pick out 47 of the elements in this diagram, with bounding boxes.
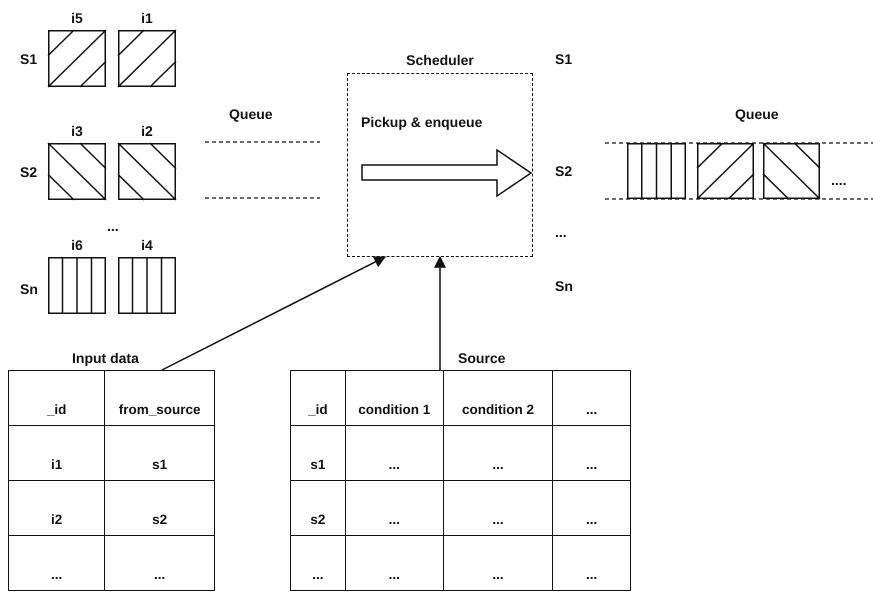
item-label: i3 xyxy=(70,122,84,141)
table-cell: ... xyxy=(443,536,553,590)
text-label: Sn xyxy=(20,281,38,297)
text-label: S2 xyxy=(20,164,38,180)
text-label: Queue xyxy=(229,106,273,122)
column-header: ... xyxy=(552,370,630,426)
table-cell: s1 xyxy=(290,426,346,480)
item-label: i1 xyxy=(140,9,154,28)
text-label: Sn xyxy=(555,278,573,294)
table-cell: ... xyxy=(443,426,553,480)
column-header: _id xyxy=(290,370,346,426)
column-header: _id xyxy=(8,370,105,426)
table-cell: s2 xyxy=(290,480,346,536)
column-header: condition 2 xyxy=(443,370,553,426)
item-label: i2 xyxy=(140,122,154,141)
process-label: Pickup & enqueue xyxy=(361,114,482,130)
table-cell: ... xyxy=(345,426,444,480)
arrow xyxy=(162,256,386,371)
table-title: Source xyxy=(458,349,506,368)
table-cell: s1 xyxy=(104,426,214,480)
table-cell: s2 xyxy=(104,480,214,536)
arrow xyxy=(434,256,446,370)
column-header: from_source xyxy=(104,370,214,426)
table-cell: ... xyxy=(552,536,630,590)
table-cell: ... xyxy=(104,536,214,590)
text-label: Queue xyxy=(735,106,779,122)
item-label: i6 xyxy=(70,236,84,255)
text-label: ... xyxy=(107,218,119,234)
table-cell: ... xyxy=(8,536,105,590)
table-title: Input data xyxy=(72,349,139,368)
table-cell: i1 xyxy=(8,426,105,480)
table-cell: ... xyxy=(552,426,630,480)
table-cell: ... xyxy=(345,536,444,590)
item-label: i4 xyxy=(140,236,154,255)
text-label: ... xyxy=(555,224,567,240)
table-cell: ... xyxy=(345,480,444,536)
table-cell: ... xyxy=(552,480,630,536)
text-label: S1 xyxy=(555,51,572,67)
column-header: condition 1 xyxy=(345,370,444,426)
table-cell: ... xyxy=(290,536,346,590)
text-label: .... xyxy=(831,172,847,188)
item-label: i5 xyxy=(70,9,84,28)
table-cell: i2 xyxy=(8,480,105,536)
text-label: S1 xyxy=(20,51,38,67)
table-cell: ... xyxy=(443,480,553,536)
text-label: S2 xyxy=(555,163,572,179)
scheduler-title: Scheduler xyxy=(405,51,475,70)
